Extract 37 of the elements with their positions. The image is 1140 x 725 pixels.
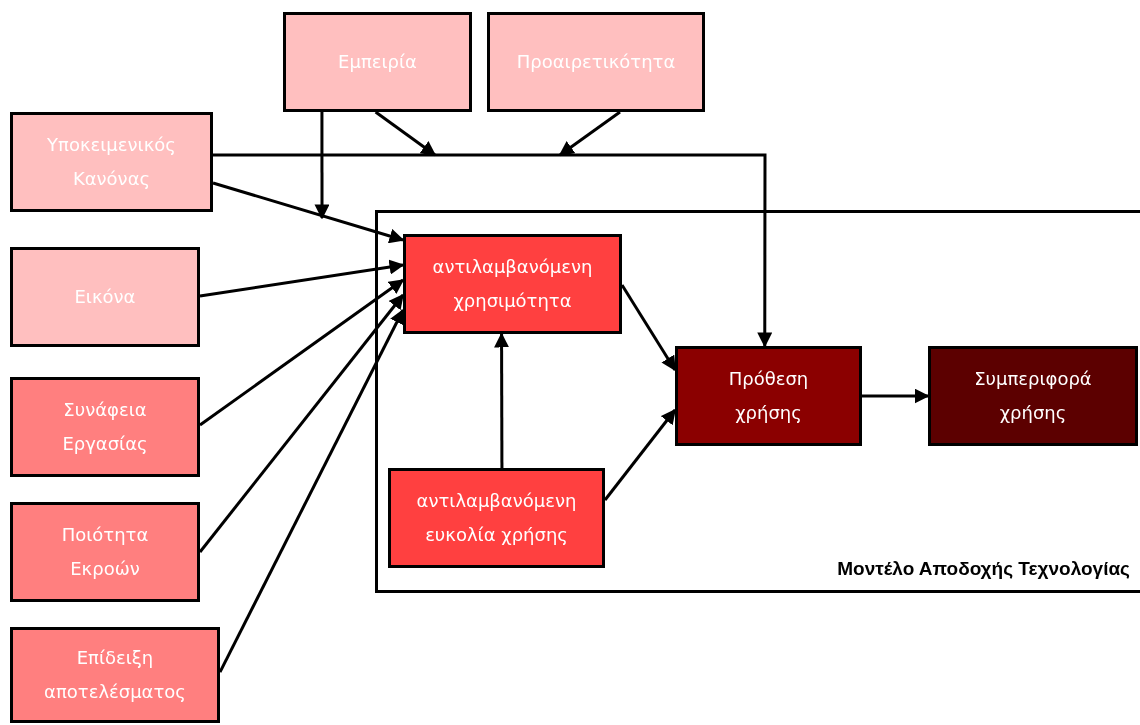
box-label: Ποιότητα Εκροών [60, 523, 150, 581]
box-label: αντιλαμβανόμενη ευκολία χρήσης [415, 489, 578, 547]
concept-box [10, 377, 200, 477]
concept-box [10, 502, 200, 602]
concept-box [283, 12, 472, 112]
model-frame [375, 210, 1140, 593]
box-label: Πρόθεση χρήσης [727, 367, 810, 425]
concept-box [10, 112, 213, 212]
concept-box [675, 346, 862, 446]
arrow [314, 112, 330, 220]
arrow [212, 181, 405, 244]
box-label: Συμπεριφορά χρήσης [973, 367, 1093, 425]
box-label: Εικόνα [73, 285, 137, 309]
arrow [620, 284, 677, 372]
arrow [199, 259, 405, 298]
arrow [374, 110, 437, 157]
concept-box [10, 247, 200, 347]
box-label: αντιλαμβανόμενη χρησιμότητα [431, 255, 594, 313]
box-label: Υποκειμενικός Κανόνας [46, 133, 177, 191]
concept-box [388, 468, 605, 568]
arrow [198, 293, 405, 553]
box-label: Προαιρετικότητα [515, 50, 677, 74]
concept-box [10, 627, 220, 723]
concept-box [403, 234, 622, 334]
box-label: Συνάφεια Εργασίας [61, 398, 149, 456]
frame-title: Μοντέλο Αποδοχής Τεχνολογίας [837, 558, 1130, 580]
concept-box [928, 346, 1138, 446]
arrow [494, 332, 510, 468]
arrow [199, 278, 405, 427]
arrow [218, 308, 405, 673]
box-label: Εμπειρία [337, 50, 418, 74]
arrow [862, 388, 930, 404]
box-label: Επίδειξη αποτελέσματος [43, 646, 187, 704]
arrow [603, 408, 677, 501]
concept-box [487, 12, 705, 112]
arrow [558, 110, 621, 157]
arrow [213, 153, 773, 348]
